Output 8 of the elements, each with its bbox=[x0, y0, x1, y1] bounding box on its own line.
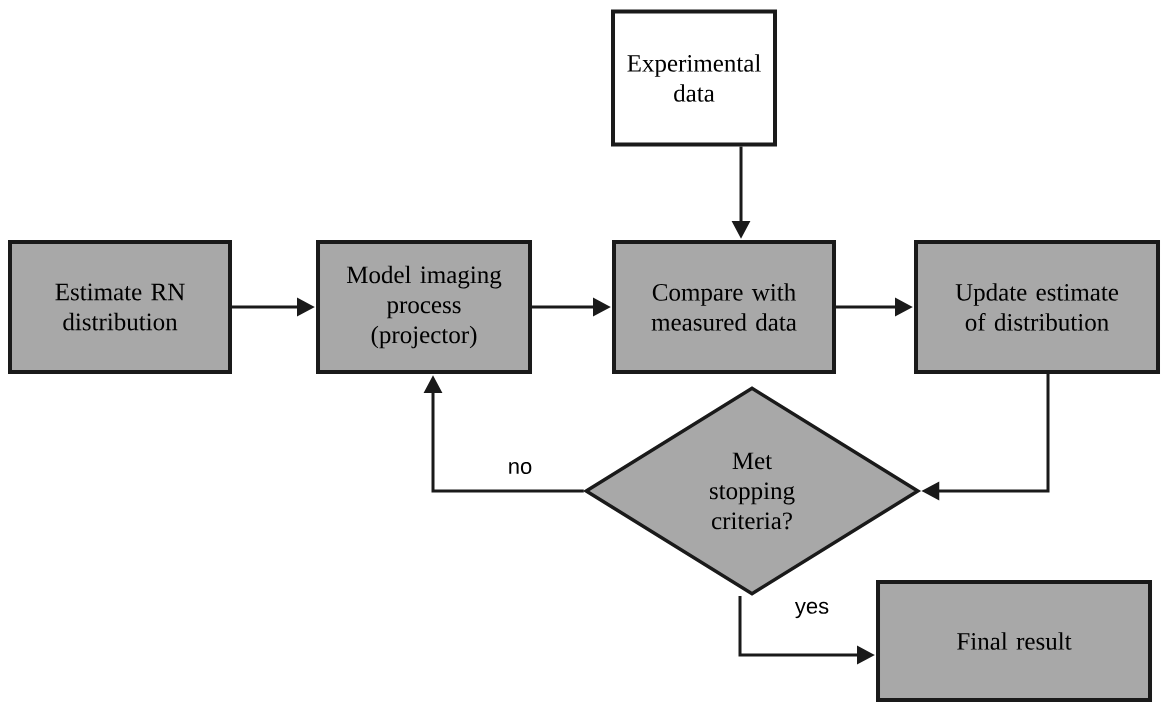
process-box: Compare with measured data bbox=[612, 240, 836, 374]
edge-label: yes bbox=[793, 600, 831, 620]
process-box: Estimate RN distribution bbox=[8, 240, 232, 374]
process-box: Model imaging process (projector) bbox=[316, 240, 532, 374]
process-box: Update estimate of distribution bbox=[914, 240, 1160, 374]
process-box: Final result bbox=[876, 580, 1152, 702]
process-box: Experimental data bbox=[611, 9, 777, 147]
edge-label: no bbox=[506, 461, 534, 476]
